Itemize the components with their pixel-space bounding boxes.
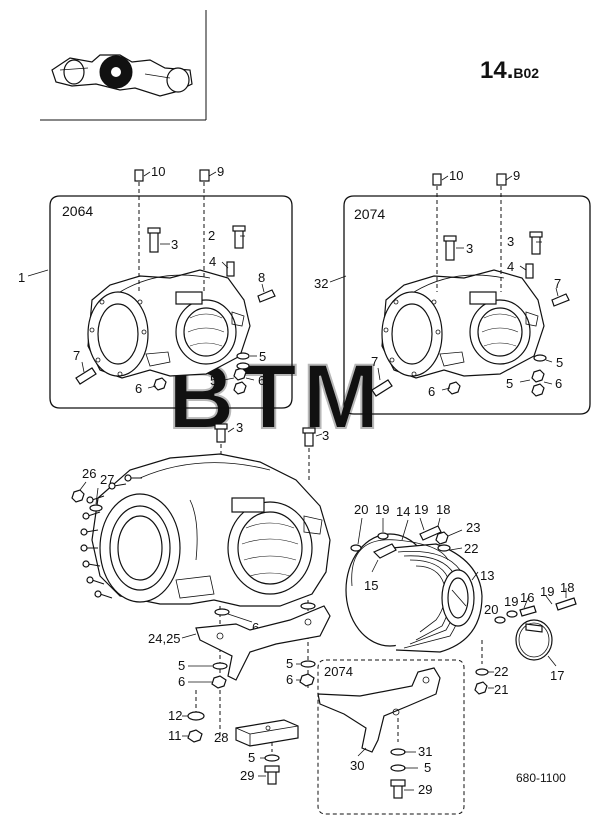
- callout-22-lower: 22: [494, 664, 508, 679]
- callout-11: 11: [168, 728, 182, 743]
- callout-3-right-b: 3: [507, 234, 514, 249]
- callout-30: 30: [350, 758, 364, 773]
- callout-3-right-a: 3: [466, 241, 473, 256]
- nut-21-22: [474, 640, 494, 695]
- bracket-30: [317, 667, 441, 753]
- callout-7-right-a: 7: [554, 276, 561, 291]
- callout-5-left-a: 5: [259, 349, 266, 364]
- clamp-bolts-upper: [350, 517, 442, 552]
- part-11-12: [182, 690, 205, 743]
- fittings-2074: [371, 173, 570, 397]
- callout-3-lower-a: 3: [236, 420, 243, 435]
- inset-2074-label: 2074: [324, 664, 353, 679]
- callout-7-right-b: 7: [371, 354, 378, 369]
- callout-5-right-b: 5: [506, 376, 513, 391]
- axle-housing-2064: [87, 269, 251, 379]
- callout-10-left: 10: [151, 164, 165, 179]
- nut-22-23: [435, 529, 463, 552]
- callout-2-left: 2: [208, 228, 215, 243]
- variant-2064-frame: [49, 195, 293, 409]
- callout-19-lower-b: 19: [540, 584, 554, 599]
- callout-31: 31: [418, 744, 432, 759]
- callout-7-left: 7: [73, 348, 80, 363]
- callout-14: 14: [396, 504, 410, 519]
- clamp-14-15: [351, 519, 449, 587]
- callout-4-right: 4: [507, 259, 514, 274]
- variant-2064-label: 2064: [62, 203, 93, 219]
- drawing-number: 680-1100: [516, 771, 566, 785]
- callout-19-lower-a: 19: [504, 594, 518, 609]
- callout-28: 28: [214, 730, 228, 745]
- axle-housing-main: [91, 453, 331, 607]
- leaders-2074: [329, 175, 559, 391]
- page-code: 14.B02: [480, 57, 539, 84]
- variant-2074-frame: [343, 195, 591, 415]
- callout-19-upper-b: 19: [414, 502, 428, 517]
- callout-18-lower: 18: [560, 580, 574, 595]
- variant-2074-group: 2074: [314, 168, 591, 415]
- fittings-2064: [75, 169, 276, 395]
- callout-10-right: 10: [449, 168, 463, 183]
- leaders-2064: [27, 171, 265, 389]
- callout-23: 23: [466, 520, 480, 535]
- callout-5-left-b: 5: [210, 373, 217, 388]
- callout-6-left-a: 6: [135, 381, 142, 396]
- callout-1: 1: [18, 270, 25, 285]
- washer-nut-left: [188, 662, 228, 689]
- callout-3-left: 3: [171, 237, 178, 252]
- callout-20-upper: 20: [354, 502, 368, 517]
- callout-6-right-b: 6: [555, 376, 562, 391]
- header: 14.B02: [40, 10, 539, 121]
- callout-15: 15: [364, 578, 378, 593]
- callout-20-lower: 20: [484, 602, 498, 617]
- callout-6-right-a: 6: [428, 384, 435, 399]
- bolt-29-lower: [258, 742, 280, 785]
- callout-9-left: 9: [217, 164, 224, 179]
- callout-21: 21: [494, 682, 508, 697]
- callout-16: 16: [520, 590, 534, 605]
- callout-32: 32: [314, 276, 328, 291]
- callout-18-upper: 18: [436, 502, 450, 517]
- callout-5-right-a: 5: [556, 355, 563, 370]
- callout-6-left-b: 6: [258, 373, 265, 388]
- callout-6-lower-left: 6: [178, 674, 185, 689]
- callout-6-lower-a: 6: [252, 620, 259, 635]
- callout-17: 17: [550, 668, 564, 683]
- bellows-13: [345, 533, 483, 653]
- part-26-27: [71, 481, 103, 512]
- callout-4-left: 4: [209, 254, 216, 269]
- callout-22-upper: 22: [464, 541, 478, 556]
- variant-2064-group: 2064: [18, 164, 293, 409]
- callout-5-bottom: 5: [248, 750, 255, 765]
- callout-5-inset: 5: [424, 760, 431, 775]
- spacer-block-28: [235, 719, 299, 747]
- callout-27: 27: [100, 472, 114, 487]
- callout-12: 12: [168, 708, 182, 723]
- callout-13: 13: [480, 568, 494, 583]
- callout-8-left: 8: [258, 270, 265, 285]
- axle-housing-2074: [381, 269, 545, 379]
- callout-19-upper-a: 19: [375, 502, 389, 517]
- callout-29-inset: 29: [418, 782, 432, 797]
- callout-5-lower-left: 5: [178, 658, 185, 673]
- callout-5-lower-right: 5: [286, 656, 293, 671]
- callout-3-lower-b: 3: [322, 428, 329, 443]
- callout-6-lower-right: 6: [286, 672, 293, 687]
- bracket-24-25: [181, 605, 331, 681]
- callout-9-right: 9: [513, 168, 520, 183]
- clamp-ring-17: [494, 588, 577, 667]
- seal-washers-lower: [214, 602, 316, 623]
- washer-nut-right: [296, 660, 316, 687]
- callout-26: 26: [82, 466, 96, 481]
- inset-2074-group: 2074: [317, 659, 465, 815]
- top-studs: [214, 423, 323, 480]
- callout-24-25: 24,25: [148, 631, 181, 646]
- callout-29-left: 29: [240, 768, 254, 783]
- axle-thumbnail: [51, 54, 193, 97]
- variant-2074-label: 2074: [354, 206, 385, 222]
- wheel-studs: [80, 474, 142, 599]
- inset-2074-frame: [317, 659, 465, 815]
